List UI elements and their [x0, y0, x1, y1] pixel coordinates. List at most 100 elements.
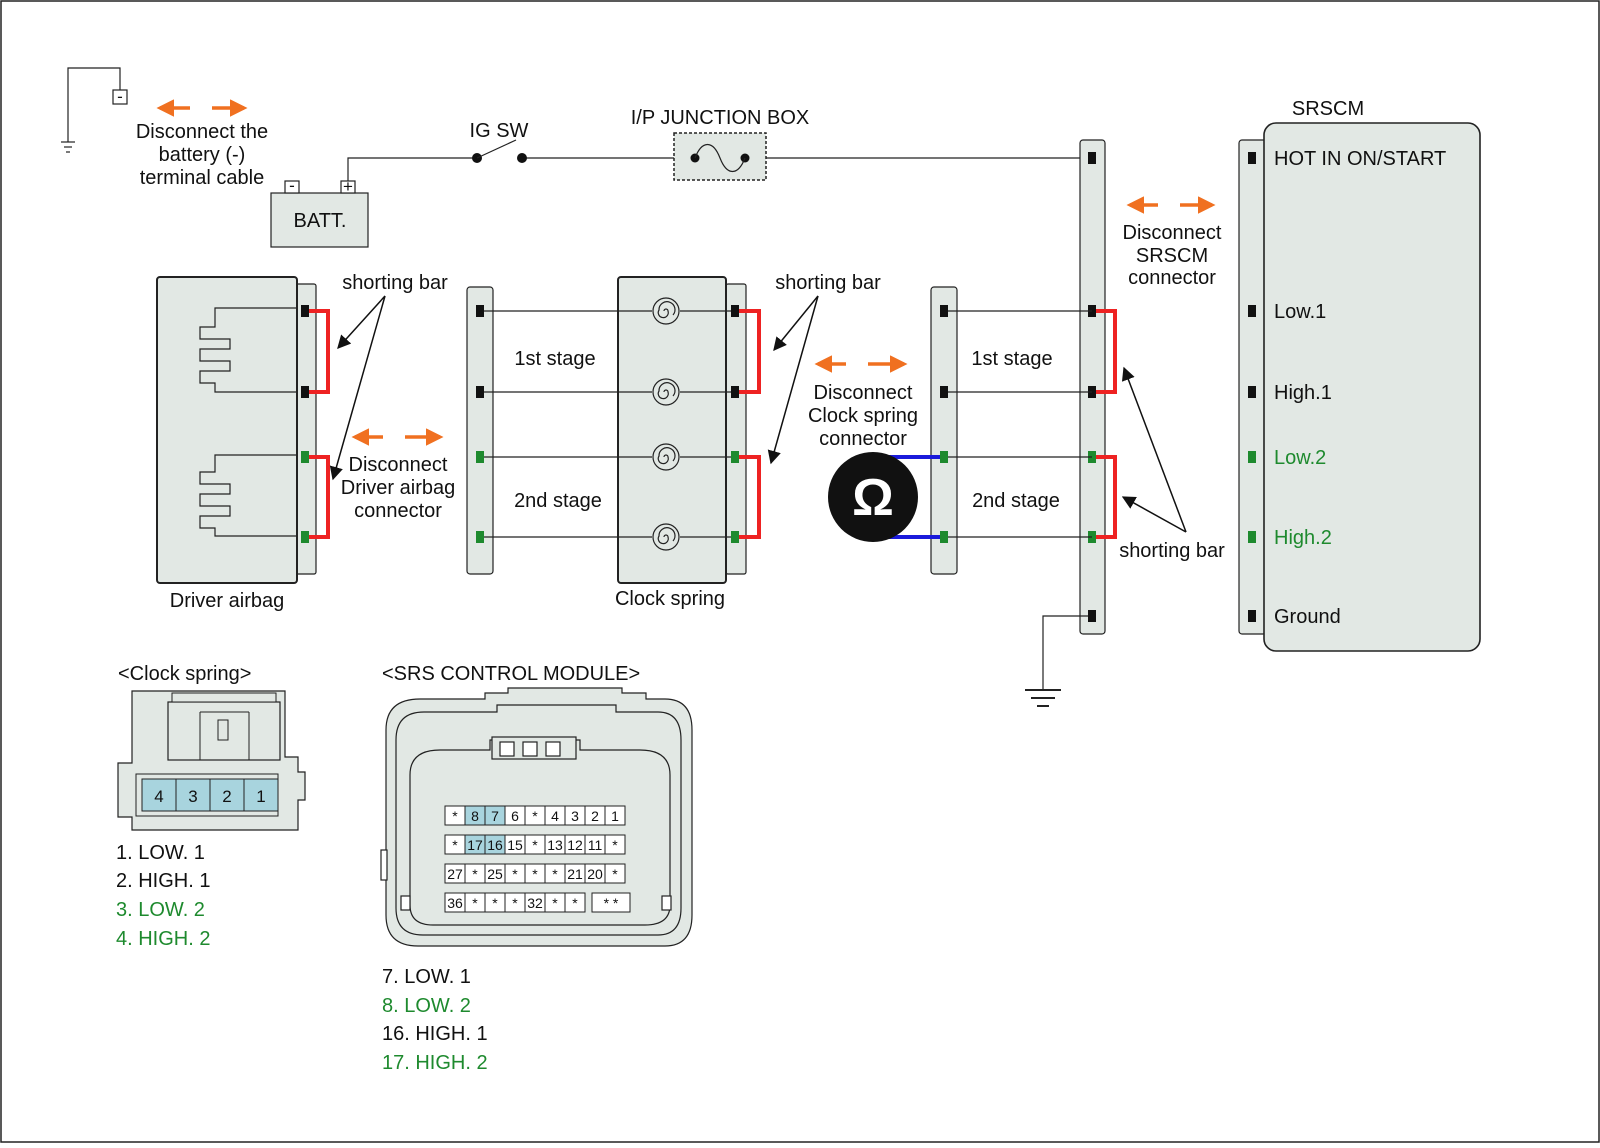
clock-spring-legend-item: 4. HIGH. 2: [116, 928, 210, 950]
clock-spring-legend-item: 3. LOW. 2: [116, 899, 205, 921]
driver-airbag-label: Driver airbag: [170, 590, 284, 612]
ground-symbol-icon: [1025, 689, 1061, 707]
disconnect-clock-line-2: Clock spring: [808, 405, 918, 427]
disconnect-driver-line-1: Disconnect: [349, 454, 448, 476]
clock-spring-pin-number: 2: [222, 787, 231, 806]
clock-spring-connector-title: <Clock spring>: [118, 663, 251, 685]
srs-module-pin-number: *: [552, 866, 558, 882]
clock-spring-second-stage: 2nd stage: [514, 490, 602, 512]
shorting-bar-clock-spring: [739, 309, 761, 539]
clock-spring-harness-pins: [476, 305, 484, 543]
disconnect-clock-line-3: connector: [819, 428, 907, 450]
srs-module-pin-number: *: [612, 837, 618, 853]
disconnect-srscm-line-2: SRSCM: [1136, 245, 1208, 267]
battery-label: BATT.: [294, 210, 347, 232]
srs-module-pin-number: 12: [567, 837, 583, 853]
srs-module-pin-number: 8: [471, 808, 479, 824]
driver-airbag-inflator-lower: [199, 454, 297, 537]
srscm-terminal-low1: Low.1: [1274, 301, 1326, 323]
ig-sw-label: IG SW: [470, 120, 529, 142]
srs-module-pin-number: 3: [571, 808, 579, 824]
srs-module-pin-number: 1: [611, 808, 619, 824]
disconnect-srscm-line-1: Disconnect: [1123, 222, 1222, 244]
srs-module-pin-number: * *: [604, 895, 619, 911]
srs-module-pin-number: 17: [467, 837, 483, 853]
srs-module-pin-number: 4: [551, 808, 559, 824]
ohm-symbol: Ω: [852, 469, 894, 527]
clock-spring-harness-connector: [466, 286, 494, 575]
srs-module-pin-number: 20: [587, 866, 603, 882]
battery-plus-sign: +: [343, 177, 353, 196]
middle-harness-pins: [940, 305, 948, 543]
driver-airbag-connector: [295, 283, 317, 575]
disconnect-battery-line-2: battery (-): [159, 144, 246, 166]
harness-ground-wire: [1025, 615, 1088, 707]
srscm-terminal-low2: Low.2: [1274, 447, 1326, 469]
shorting-bar-label-driver: shorting bar: [342, 272, 448, 294]
srs-module-pin-number: 15: [507, 837, 523, 853]
clock-spring-pin-number: 3: [188, 787, 197, 806]
junction-box-label: I/P JUNCTION BOX: [631, 107, 810, 129]
srs-module-pin-number: 16: [487, 837, 503, 853]
srs-module-legend-item: 17. HIGH. 2: [382, 1052, 488, 1074]
disconnect-battery-line-1: Disconnect the: [136, 121, 268, 143]
middle-harness-wires: [944, 310, 1092, 538]
srs-module-pin-number: 21: [567, 866, 583, 882]
clock-spring-first-stage: 1st stage: [514, 348, 595, 370]
srs-module-pin-cell: [564, 892, 586, 913]
srs-module-pin-cell: [591, 892, 631, 913]
clock-spring-pin-cell: [243, 778, 279, 812]
driver-airbag-inflator-upper: [199, 307, 297, 393]
disconnect-srscm-label: Disconnect SRSCM connector: [1123, 222, 1222, 289]
switch-icon: [472, 139, 527, 163]
disconnect-clock-line-1: Disconnect: [814, 382, 913, 404]
shorting-bar-pointer: [773, 295, 819, 352]
clock-spring-coil-icons: [652, 297, 680, 551]
harness-second-stage: 2nd stage: [972, 490, 1060, 512]
disconnect-driver-label: Disconnect Driver airbag connector: [341, 454, 455, 522]
srs-module-pin-number: 6: [511, 808, 519, 824]
srscm-pins: [1248, 152, 1256, 622]
disconnect-battery-line-3: terminal cable: [140, 167, 265, 189]
clock-spring-body: [617, 276, 727, 584]
clock-spring-pins: [731, 305, 739, 543]
fuse-icon: [690, 143, 750, 173]
clock-spring-legend-item: 1. LOW. 1: [116, 842, 205, 864]
srs-module-pin-number: *: [532, 837, 538, 853]
shorting-bar-label-clock: shorting bar: [775, 272, 881, 294]
srs-module-pin-cell: [604, 863, 626, 884]
srs-module-pin-number: *: [552, 895, 558, 911]
clock-spring-legend-item: 2. HIGH. 1: [116, 870, 210, 892]
srs-module-pin-number: *: [452, 808, 458, 824]
srs-module-legend: 7. LOW. 1 8. LOW. 2 16. HIGH. 1 17. HIGH…: [382, 966, 488, 1074]
clock-spring-connector: [725, 283, 747, 575]
clock-spring-label: Clock spring: [615, 588, 725, 610]
shorting-bar-pointer: [1121, 366, 1187, 533]
disconnect-driver-line-2: Driver airbag: [341, 477, 455, 499]
driver-airbag-pins: [301, 305, 309, 543]
srscm-terminal-labels: HOT IN ON/START Low.1 High.1 Low.2 High.…: [1274, 148, 1446, 628]
srs-module-pin-cell: [604, 834, 626, 855]
ground-terminal: [112, 89, 128, 105]
power-wire: [347, 157, 1091, 181]
middle-harness-connector: [930, 286, 958, 575]
srs-module-pin-number: 11: [588, 837, 603, 853]
clock-spring-wires: [480, 310, 734, 538]
srs-module-pin-number: *: [472, 866, 478, 882]
harness-first-stage: 1st stage: [971, 348, 1052, 370]
srs-module-pin-number: *: [512, 895, 518, 911]
srscm-terminal-high1: High.1: [1274, 382, 1332, 404]
ground-terminal-minus: -: [117, 87, 123, 106]
srs-module-legend-item: 16. HIGH. 1: [382, 1023, 488, 1045]
driver-airbag-body: [156, 276, 298, 584]
srs-module-connector-title: <SRS CONTROL MODULE>: [382, 663, 640, 685]
battery-minus-sign: -: [289, 176, 295, 195]
clock-spring-pin-cell: [141, 778, 177, 812]
srs-module-pin-number: 2: [591, 808, 599, 824]
srs-module-pin-number: 13: [547, 837, 563, 853]
clock-spring-pin-number: 4: [154, 787, 163, 806]
disconnect-driver-line-3: connector: [354, 500, 442, 522]
battery-negative-post: [284, 180, 300, 194]
